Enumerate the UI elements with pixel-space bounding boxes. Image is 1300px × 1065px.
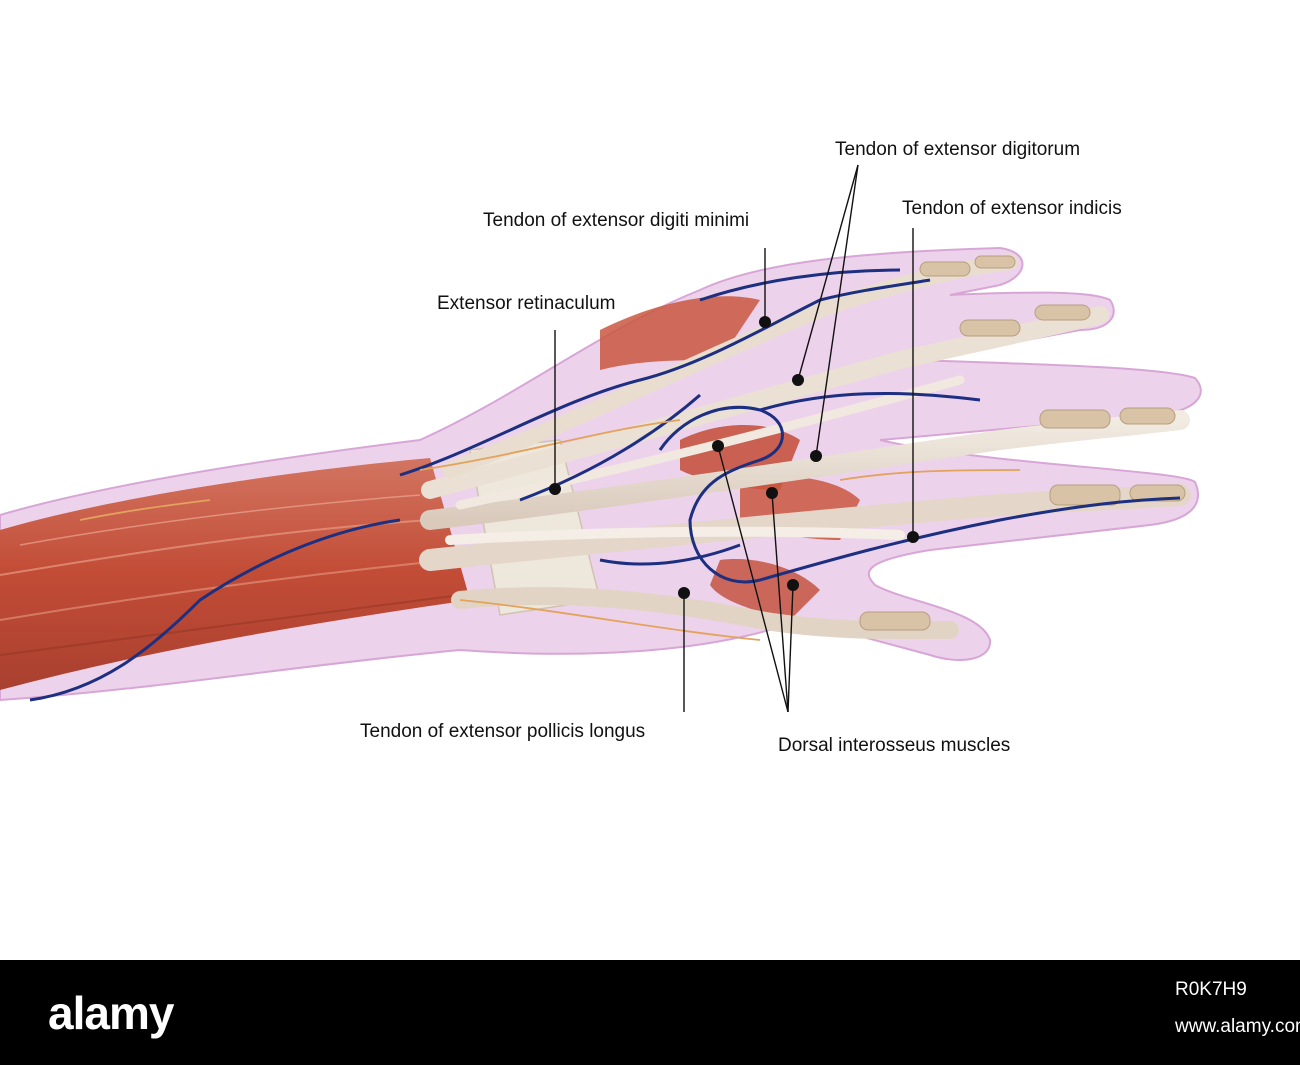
leader-extensor-digitorum-2 (815, 164, 859, 457)
hand-illustration (0, 164, 1202, 713)
watermark-footer (0, 960, 1300, 1065)
label-dorsal-interosseus: Dorsal interosseus muscles (778, 735, 1011, 756)
leader-lines (554, 164, 914, 713)
leader-dots (549, 316, 919, 599)
dot-dorsal-interosseus-3 (787, 579, 799, 591)
nerves (79, 419, 1021, 641)
image-id: R0K7H9 (1175, 979, 1247, 1000)
brand-logo: alamy (48, 987, 174, 1039)
dot-extensor-retinaculum (549, 483, 561, 495)
label-extensor-digiti-minimi: Tendon of extensor digiti minimi (483, 210, 750, 231)
dot-extensor-indicis (907, 531, 919, 543)
dot-dorsal-interosseus-1 (712, 440, 724, 452)
label-extensor-pollicis-longus: Tendon of extensor pollicis longus (360, 721, 646, 742)
leader-dorsal-interosseus-2 (771, 492, 789, 713)
label-extensor-digitorum: Tendon of extensor digitorum (835, 139, 1081, 160)
dot-extensor-pollicis-longus (678, 587, 690, 599)
leader-dorsal-interosseus-3 (787, 584, 794, 713)
label-extensor-retinaculum: Extensor retinaculum (437, 293, 616, 314)
anatomy-diagram: Tendon of extensor digitorum Tendon of e… (0, 139, 1202, 756)
leader-dorsal-interosseus-1 (717, 445, 789, 713)
veins (29, 268, 1181, 702)
image-info: R0K7H9 www.alamy.com (1175, 979, 1300, 1037)
dot-extensor-digitorum-2 (810, 450, 822, 462)
label-extensor-indicis: Tendon of extensor indicis (902, 198, 1122, 219)
dot-dorsal-interosseus-2 (766, 487, 778, 499)
finger-bones (859, 255, 1186, 631)
dot-extensor-digiti-minimi (759, 316, 771, 328)
website-url: www.alamy.com (1175, 1016, 1300, 1037)
dot-extensor-digitorum-1 (792, 374, 804, 386)
leader-extensor-digitorum-1 (797, 164, 859, 381)
